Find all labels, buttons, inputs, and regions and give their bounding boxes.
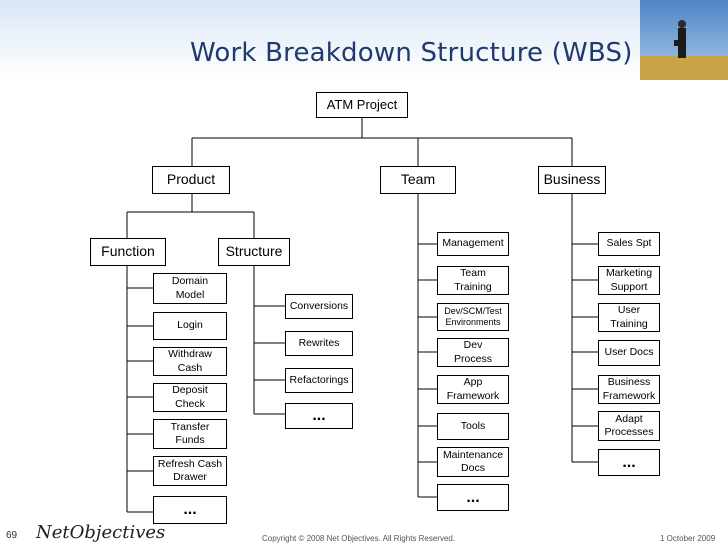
wbs-item-function-more: ... — [153, 496, 227, 524]
wbs-item-business-more: ... — [598, 449, 660, 476]
wbs-node-structure: Structure — [218, 238, 290, 266]
footer-date: 1 October 2009 — [660, 534, 716, 543]
wbs-item-marketing-support: Marketing Support — [598, 266, 660, 295]
wbs-node-function: Function — [90, 238, 166, 266]
wbs-item-dev-scm-test-environments: Dev/SCM/Test Environments — [437, 303, 509, 331]
wbs-root-node: ATM Project — [316, 92, 408, 118]
wbs-node-business: Business — [538, 166, 606, 194]
net-objectives-logo: NetObjectives — [36, 522, 166, 543]
wbs-item-user-training: User Training — [598, 303, 660, 332]
wbs-item-tools: Tools — [437, 413, 509, 440]
wbs-item-team-more: ... — [437, 484, 509, 511]
wbs-item-withdraw-cash: Withdraw Cash — [153, 347, 227, 376]
wbs-item-sales-spt: Sales Spt — [598, 232, 660, 256]
wbs-item-refresh-cash-drawer: Refresh Cash Drawer — [153, 456, 227, 486]
wbs-node-team: Team — [380, 166, 456, 194]
wbs-item-app-framework: App Framework — [437, 375, 509, 404]
page-title: Work Breakdown Structure (WBS) — [190, 38, 633, 68]
wbs-node-product: Product — [152, 166, 230, 194]
wbs-item-transfer-funds: Transfer Funds — [153, 419, 227, 449]
copyright-text: Copyright © 2008 Net Objectives. All Rig… — [262, 534, 456, 543]
wbs-item-deposit-check: Deposit Check — [153, 383, 227, 412]
wbs-item-rewrites: Rewrites — [285, 331, 353, 356]
wbs-item-dev-process: Dev Process — [437, 338, 509, 367]
header-band — [0, 0, 728, 78]
wbs-item-team-training: Team Training — [437, 266, 509, 295]
header-photo — [640, 0, 728, 80]
wbs-item-user-docs: User Docs — [598, 340, 660, 366]
wbs-item-structure-more: ... — [285, 403, 353, 429]
wbs-item-business-framework: Business Framework — [598, 375, 660, 404]
wbs-item-domain-model: Domain Model — [153, 273, 227, 304]
wbs-item-refactorings: Refactorings — [285, 368, 353, 393]
wbs-item-conversions: Conversions — [285, 294, 353, 319]
wbs-item-maintenance-docs: Maintenance Docs — [437, 447, 509, 477]
wbs-item-adapt-processes: Adapt Processes — [598, 411, 660, 441]
wbs-item-management: Management — [437, 232, 509, 256]
wbs-item-login: Login — [153, 312, 227, 340]
slide-number: 69 — [6, 530, 18, 541]
